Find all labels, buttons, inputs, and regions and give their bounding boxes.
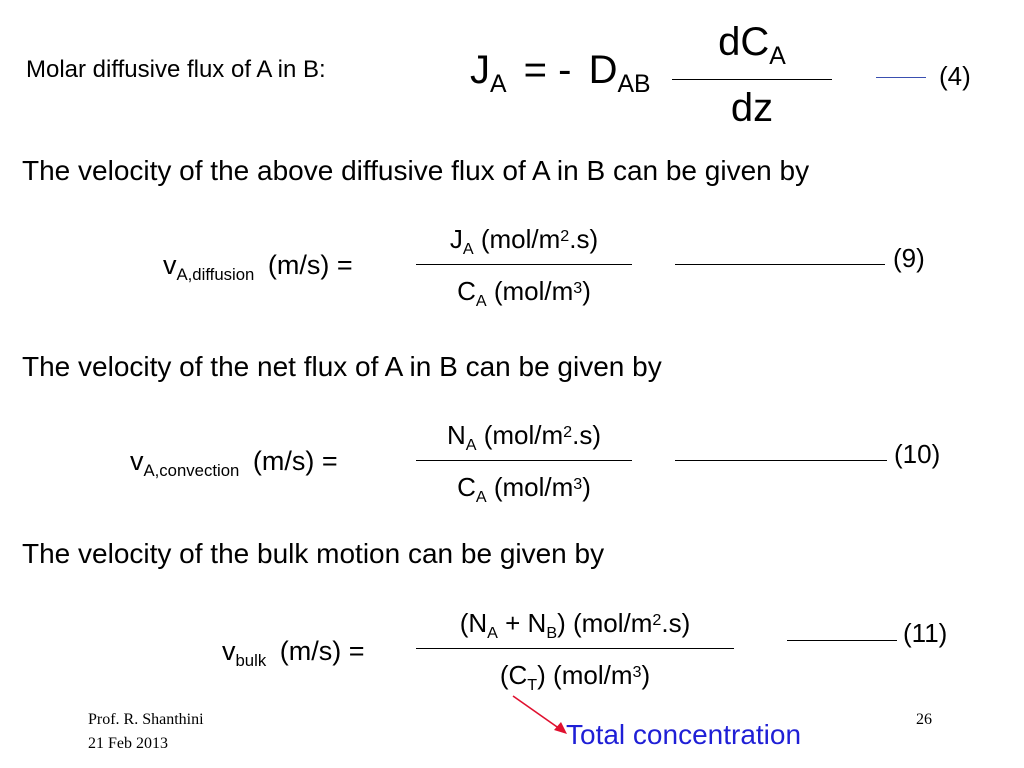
eq9-den-units-sup: 3 [573, 278, 583, 297]
eq11-lhs: vbulk (m/s) = [222, 636, 365, 670]
eq11-den-units: (mol/m [553, 660, 633, 690]
eq11-den-units-sup: 3 [632, 662, 642, 681]
eq11-lhs-v: v [222, 636, 236, 666]
footer-date: 21 Feb 2013 [88, 735, 168, 752]
paragraph-bulk-velocity: The velocity of the bulk motion can be g… [22, 538, 605, 569]
eq11-num-units-sup: 2 [652, 610, 662, 629]
eq10-denominator: CA (mol/m3) [416, 472, 632, 506]
eq11-denominator: (CT) (mol/m3) [416, 660, 734, 694]
footer-author: Prof. R. Shanthini [88, 711, 204, 728]
eq4-leader-line [876, 77, 926, 78]
eq9-num-units-sup: 2 [560, 226, 570, 245]
eq11-den-sub: T [527, 675, 538, 694]
eq10-den-units-end: ) [582, 472, 591, 502]
diffusivity-symbol: D [588, 48, 618, 92]
total-concentration-annotation: Total concentration [566, 719, 802, 750]
eq10-den-units: (mol/m [493, 472, 574, 502]
eq11-lhs-sub: bulk [235, 650, 267, 670]
eq11-den-open: (C [499, 660, 528, 690]
flux-denominator: dz [730, 86, 774, 130]
eq4-number: (4) [939, 61, 971, 91]
eq10-fraction-bar [416, 460, 632, 461]
eq11-leader-line [787, 640, 897, 641]
eq9-numerator: JA (mol/m2.s) [416, 224, 632, 258]
annotation-arrow [512, 695, 567, 734]
eq9-den-units-end: ) [582, 276, 591, 306]
eq10-den-units-sup: 3 [573, 474, 583, 493]
eq9-den-units: (mol/m [493, 276, 574, 306]
eq9-den-sub: A [475, 291, 487, 310]
eq9-lhs-v: v [163, 250, 177, 280]
eq11-den-units-end: ) [641, 660, 651, 690]
eq11-num-close: ) [557, 608, 566, 638]
eq10-den-main: C [457, 472, 476, 502]
eq10-num-main: N [446, 420, 466, 450]
eq10-num-units-sup: 2 [563, 422, 573, 441]
eq11-fraction-bar [416, 648, 734, 649]
eq9-num-units-end: .s) [569, 224, 599, 254]
eq11-den-close: ) [537, 660, 546, 690]
eq11-num-sub-b: B [546, 623, 558, 642]
flux-lhs: JA = - DAB [470, 48, 651, 97]
flux-fraction-bar [672, 79, 832, 80]
eq10-leader-line [675, 460, 887, 461]
eq9-num-sub: A [462, 239, 474, 258]
eq11-lhs-units: (m/s) = [279, 636, 365, 666]
eq10-num-units-end: .s) [572, 420, 602, 450]
eq9-num-units: (mol/m [480, 224, 561, 254]
flux-symbol: J [470, 48, 490, 92]
eq9-num-main: J [449, 224, 463, 254]
eq10-lhs-v: v [130, 446, 144, 476]
eq10-den-sub: A [475, 487, 487, 506]
eq11-number: (11) [903, 618, 948, 648]
eq9-den-main: C [457, 276, 476, 306]
eq9-lhs-units: (m/s) = [267, 250, 353, 280]
eq9-fraction-bar [416, 264, 632, 265]
flux-equals-minus: = - [523, 48, 572, 92]
eq11-num-plus: + N [505, 608, 547, 638]
paragraph-diffusion-velocity: The velocity of the above diffusive flux… [22, 155, 810, 186]
paragraph-net-flux-velocity: The velocity of the net flux of A in B c… [22, 351, 662, 382]
eq9-lhs-sub: A,diffusion [176, 264, 255, 284]
eq10-num-units: (mol/m [483, 420, 564, 450]
footer-page-number: 26 [916, 711, 932, 728]
eq9-number: (9) [893, 243, 925, 273]
eq10-lhs-units: (m/s) = [252, 446, 338, 476]
eq11-num-units-end: .s) [661, 608, 691, 638]
eq11-num-open: (N [459, 608, 488, 638]
flux-symbol-sub: A [490, 70, 507, 98]
eq9-leader-line [675, 264, 885, 265]
flux-numerator: dCA [672, 20, 832, 69]
eq10-lhs-sub: A,convection [143, 460, 240, 480]
eq10-numerator: NA (mol/m2.s) [416, 420, 632, 454]
eq11-num-sub-a: A [487, 623, 498, 642]
flux-numerator-sub: A [769, 42, 786, 70]
eq10-number: (10) [894, 439, 941, 469]
eq9-denominator: CA (mol/m3) [416, 276, 632, 310]
flux-intro-label: Molar diffusive flux of A in B: [26, 56, 326, 83]
eq10-num-sub: A [465, 435, 477, 454]
diffusivity-sub: AB [617, 70, 651, 98]
eq9-lhs: vA,diffusion (m/s) = [163, 250, 353, 284]
eq11-num-units: (mol/m [572, 608, 653, 638]
eq11-numerator: (NA + NB) (mol/m2.s) [416, 608, 734, 642]
flux-numerator-main: dC [718, 20, 770, 64]
eq10-lhs: vA,convection (m/s) = [130, 446, 338, 480]
